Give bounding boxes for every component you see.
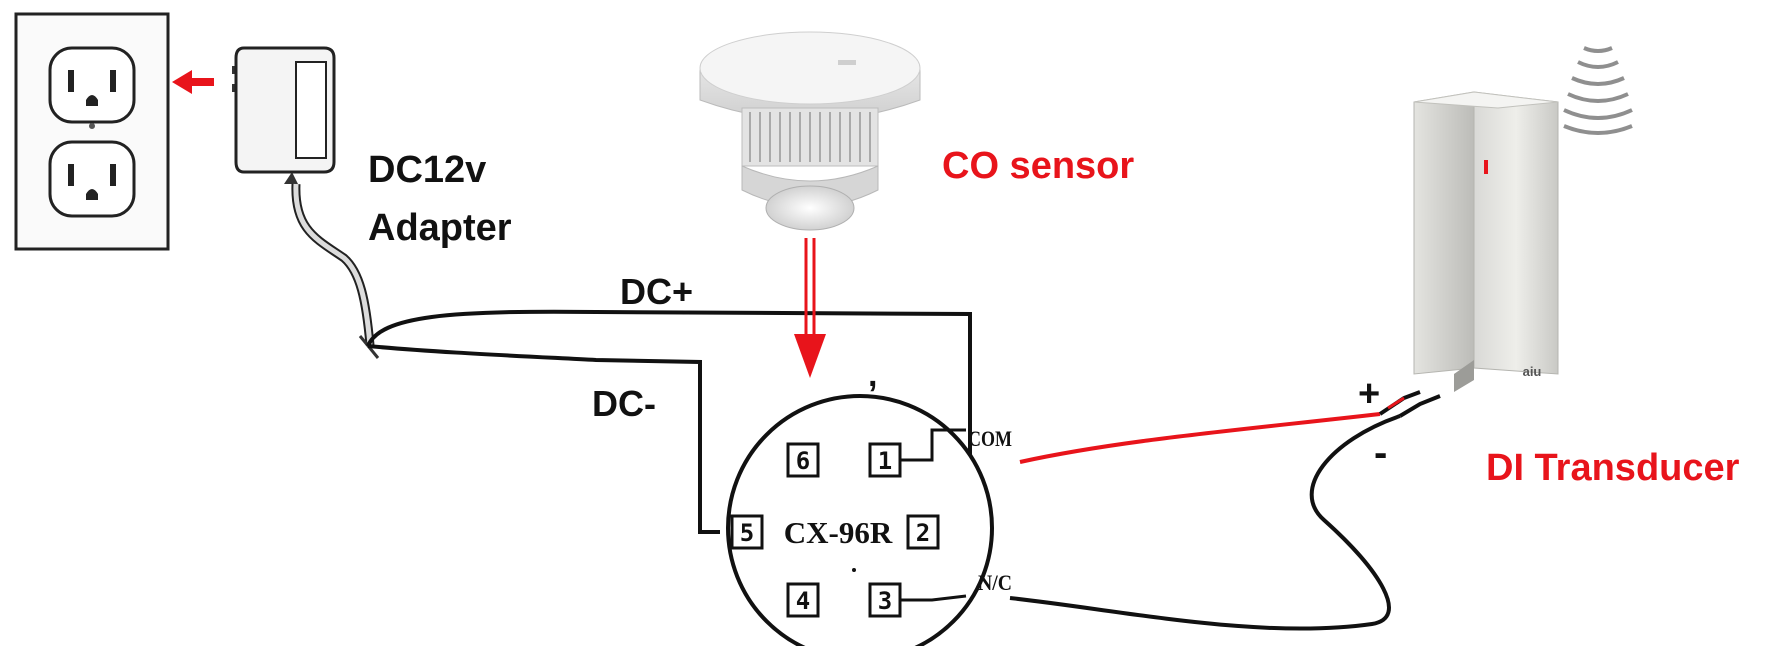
svg-text:3: 3 <box>878 587 892 615</box>
cx96r-connector: 6 1 5 CX-96R 2 4 3 <box>726 394 994 646</box>
smoke-detector-icon <box>699 31 921 231</box>
dc-wires <box>366 309 972 534</box>
connector-leads <box>900 428 967 602</box>
connector-model-label: CX-96R <box>784 515 893 550</box>
dc-minus-label: DC- <box>592 383 656 424</box>
adapter-label-line2: Adapter <box>368 207 512 249</box>
wireless-transmitter-icon: aiu <box>1413 91 1559 392</box>
svg-text:1: 1 <box>878 447 892 475</box>
tick-mark: , <box>868 356 877 394</box>
pin-3: 3 <box>868 582 902 618</box>
svg-text:2: 2 <box>916 519 930 547</box>
dc-plus-label: DC+ <box>620 271 693 312</box>
signal-wires <box>1009 390 1441 631</box>
power-adapter-icon <box>232 46 380 359</box>
pin-2: 2 <box>906 514 940 550</box>
wireless-signal-icon <box>1563 46 1633 135</box>
svg-text:4: 4 <box>796 587 810 615</box>
sensor-arrow-icon <box>794 238 826 378</box>
wall-outlet-icon <box>14 12 170 251</box>
pin-6: 6 <box>786 442 820 478</box>
nc-label: N/C <box>978 570 1012 595</box>
device-brand: aiu <box>1523 364 1542 379</box>
di-transducer-label: DI Transducer <box>1486 447 1740 489</box>
svg-text:5: 5 <box>740 519 754 547</box>
pin-1: 1 <box>868 442 902 478</box>
pin-5: 5 <box>730 514 764 550</box>
minus-label: - <box>1374 431 1387 475</box>
com-label: COM <box>968 426 1012 451</box>
pin-4: 4 <box>786 582 820 618</box>
svg-text:6: 6 <box>796 447 810 475</box>
co-sensor-label: CO sensor <box>942 145 1134 187</box>
adapter-label-line1: DC12v <box>368 149 486 191</box>
plug-arrow-icon <box>172 70 214 94</box>
plus-label: + <box>1358 373 1380 415</box>
